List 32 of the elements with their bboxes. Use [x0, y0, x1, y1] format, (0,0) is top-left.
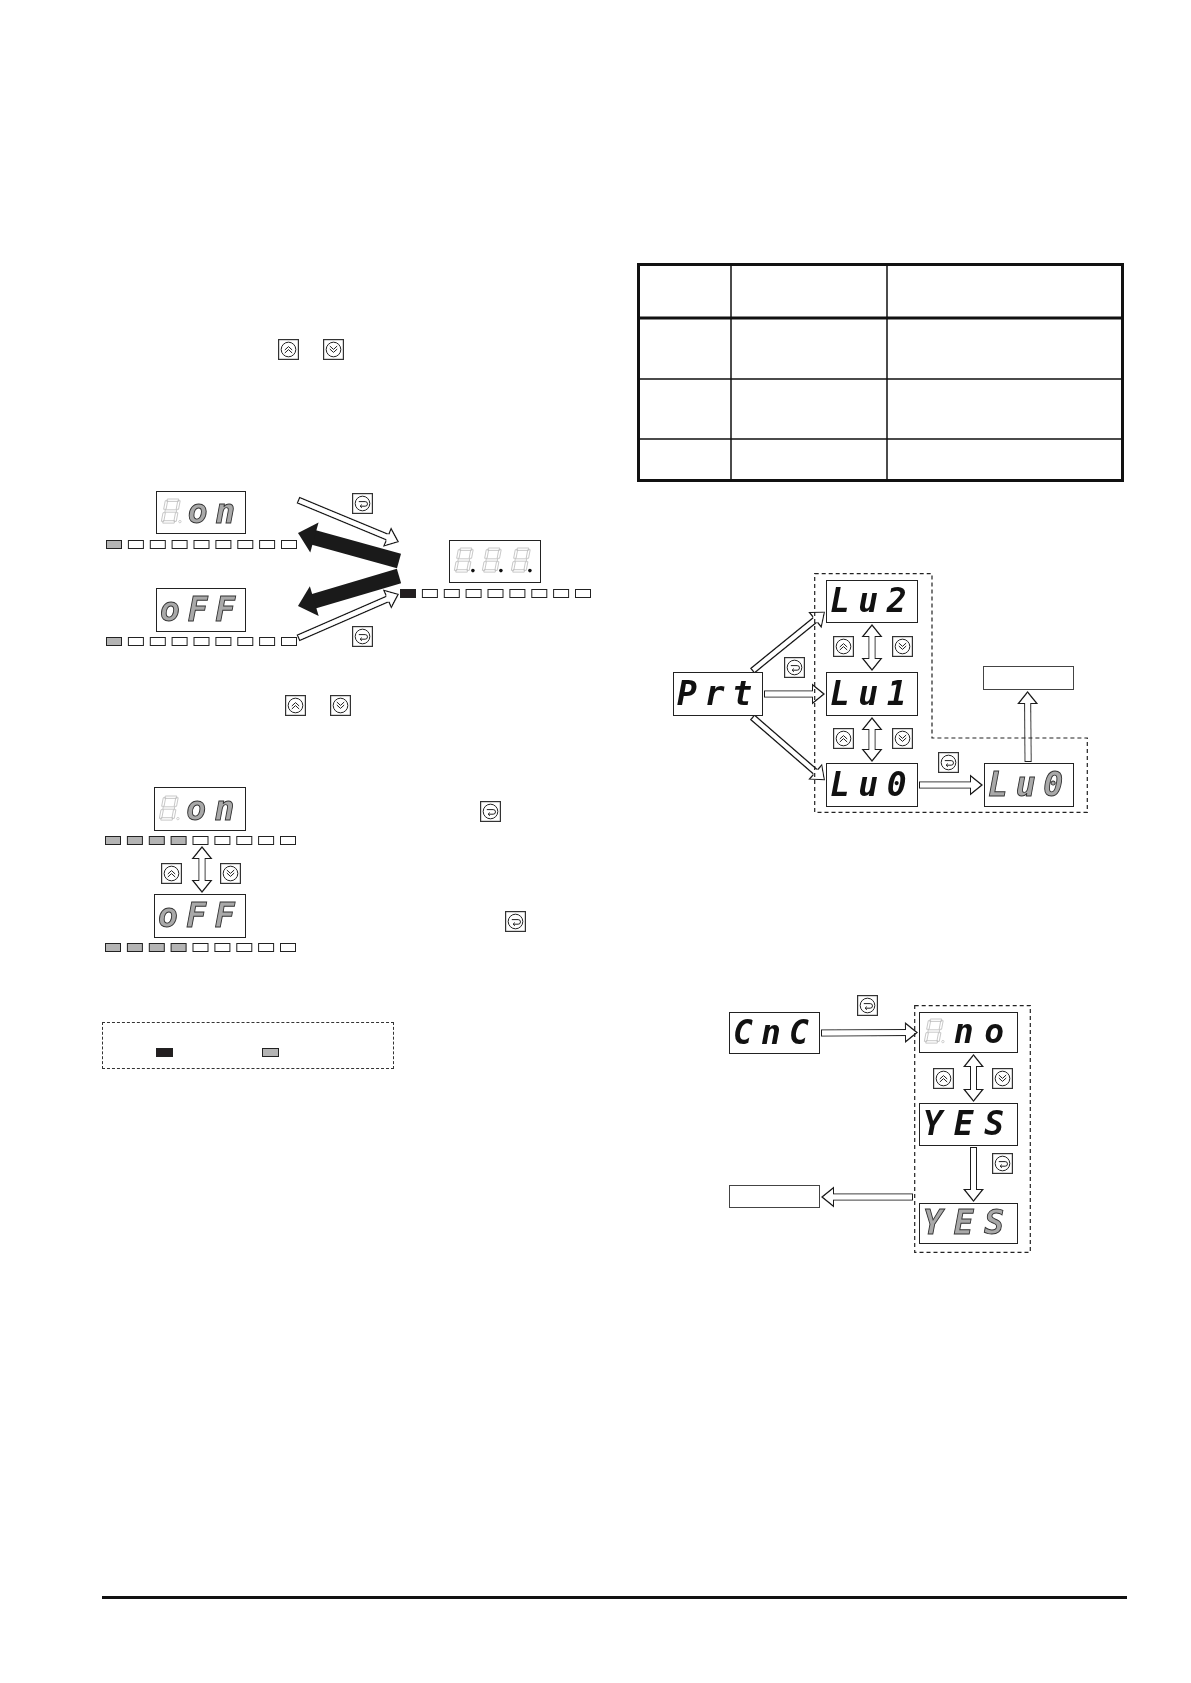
display-reading: on: [187, 492, 243, 532]
display-reading: Prt: [677, 673, 760, 714]
display-reading: CnC: [733, 1013, 817, 1052]
block-arrow: [963, 1147, 984, 1202]
block-arrow: [919, 774, 983, 796]
display-reading: Lu2: [829, 581, 915, 621]
empty-box: [729, 1185, 820, 1208]
block-arrow: [764, 683, 825, 705]
empty-box: [983, 666, 1074, 690]
block-arrow: [296, 496, 399, 547]
block-arrow: [296, 589, 399, 642]
block-arrow: [750, 611, 825, 674]
display-reading: oFF: [160, 589, 243, 630]
block-arrow: [1017, 691, 1039, 763]
display-reading: Lu0: [988, 764, 1071, 805]
solid-block-arrow: [298, 522, 401, 569]
block-arrow: [749, 714, 825, 781]
double-block-arrow: [861, 717, 883, 762]
display-reading: no: [953, 1013, 1015, 1051]
double-block-arrow: [963, 1054, 984, 1102]
solid-block-arrow: [297, 568, 402, 616]
display-reading: YES: [923, 1204, 1015, 1242]
dashed-group-frame: [914, 1005, 1031, 1253]
display-reading: YES: [923, 1104, 1015, 1144]
block-arrow: [820, 1022, 918, 1044]
display-reading: on: [186, 788, 243, 829]
double-block-arrow: [861, 624, 883, 671]
display-reading: oFF: [157, 895, 243, 936]
display-reading: Lu0: [829, 764, 915, 805]
seven-segment-display: [919, 1012, 1018, 1053]
double-block-arrow: [191, 846, 213, 893]
display-reading: Lu1: [829, 673, 915, 714]
